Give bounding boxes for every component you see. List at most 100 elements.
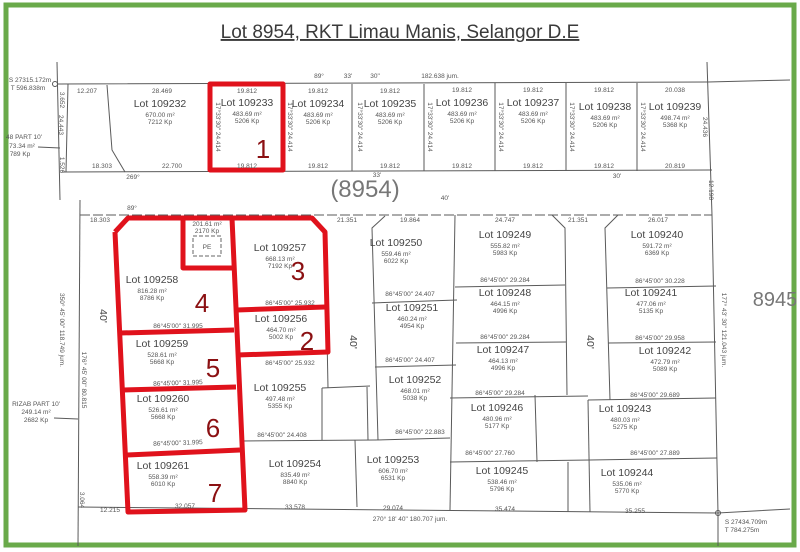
dimension-label: 269° [126, 173, 140, 181]
highlight-number: 3 [291, 256, 305, 286]
lot-area: 464.15 m² [490, 301, 520, 308]
lot-area: 483.69 m² [232, 111, 262, 118]
dimension-label: 35.474 [495, 506, 515, 513]
lot-number: Lot 109246 [471, 402, 524, 414]
dimension-label: 86°45'00" 24.408 [257, 431, 307, 439]
lot-area: 483.69 m² [447, 111, 477, 118]
lot-kp: 5177 Kp [485, 423, 510, 430]
dimension-label: 19.812 [594, 87, 614, 94]
lot-kp: 5206 Kp [521, 118, 546, 125]
lot-kp: 5668 Kp [150, 359, 175, 366]
lot-area: 668.13 m² [265, 256, 295, 263]
dimension-label: 17°33'30" 24.414 [426, 102, 434, 152]
lot-number: Lot 109252 [389, 374, 442, 386]
dimension-label: 19.812 [594, 163, 614, 170]
dimension-label: 17°33'30" 24.414 [639, 102, 647, 152]
dimension-label: 17°33'30" 24.414 [214, 102, 222, 152]
lot-kp: 5668 Kp [151, 414, 176, 421]
dimension-label: 19.812 [237, 163, 257, 170]
lot-area: 498.74 m² [660, 115, 690, 122]
dimension-label: 40' [97, 309, 109, 323]
pe-lot[interactable]: PE 201.61 m² 2170 Kp [192, 221, 222, 257]
station-t: T 596.838m [11, 85, 46, 92]
station-marker-icon [52, 81, 58, 87]
lot-area: 480.03 m² [610, 417, 640, 424]
dimension-label: 86°45'00" 31.995 [153, 438, 203, 448]
station-s: S 27434.709m [725, 519, 767, 526]
lot-number: Lot 109238 [579, 101, 632, 113]
lot-number: Lot 109242 [639, 345, 692, 357]
lot-area: 468.01 m² [400, 388, 430, 395]
lot-kp: 6531 Kp [381, 475, 406, 482]
dimension-label: 86°45'00" 24.407 [385, 290, 435, 298]
reserve-label: 48 PART 10' [6, 134, 42, 141]
lot-number: Lot 109250 [370, 237, 423, 249]
lot-area: 483.69 m² [590, 115, 620, 122]
reserve-kp: 789 Kp [10, 151, 31, 158]
lot-number: Lot 109236 [436, 97, 489, 109]
pe-label: PE [203, 244, 212, 251]
lot-number: Lot 109260 [137, 393, 190, 405]
dimension-label: 19.812 [452, 163, 472, 170]
lot-area: 480.96 m² [482, 416, 512, 423]
lot-number: Lot 109258 [126, 274, 179, 286]
station-t: T 784.275m [725, 527, 760, 534]
highlight-number: 7 [208, 478, 222, 508]
dimension-label: 270° 18' 40" 180.707 jum. [373, 515, 448, 523]
dimension-label: 19.812 [308, 163, 328, 170]
pe-box [192, 235, 222, 257]
lot-area: 464.70 m² [266, 327, 296, 334]
dimension-label: 30" [370, 73, 380, 80]
lot-kp: 5206 Kp [593, 122, 618, 129]
dimension-label: 86°45'00" 29.689 [630, 391, 680, 399]
dimension-label: 12.207 [77, 88, 97, 95]
lot-kp: 6010 Kp [151, 481, 176, 488]
lot-area: 591.72 m² [642, 243, 672, 250]
lot-area: 464.13 m² [488, 358, 518, 365]
lot-number: Lot 109261 [137, 460, 190, 472]
pe-area: 201.61 m² [192, 221, 222, 228]
dimension-label: 1.526 [58, 157, 65, 174]
lot-area: 538.46 m² [487, 479, 517, 486]
lot-kp: 5206 Kp [450, 118, 475, 125]
lot-area: 559.46 m² [381, 251, 411, 258]
dimension-label: 28.469 [152, 88, 172, 95]
lot-number: Lot 109255 [254, 382, 307, 394]
highlight-number: 1 [256, 134, 270, 164]
lot-kp: 5983 Kp [493, 250, 518, 257]
dimension-label: 86°45'00" 27.760 [465, 449, 515, 457]
dimension-label: 3.652 [58, 92, 65, 109]
